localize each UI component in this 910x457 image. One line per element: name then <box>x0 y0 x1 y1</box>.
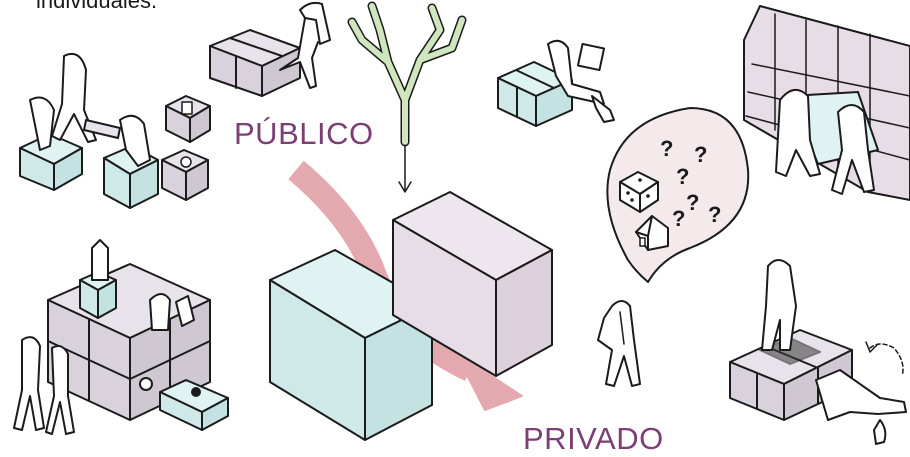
stacked-cubes-bottom-left <box>47 239 229 431</box>
bench-top-center <box>209 29 301 97</box>
reader-person-icon <box>547 39 615 123</box>
seating-cluster-top-left <box>19 52 211 209</box>
question-marks: ? ? ? ? ? ? <box>660 136 721 231</box>
public-label: PÚBLICO <box>234 116 374 151</box>
reading-bench <box>497 61 573 127</box>
question-mark: ? <box>660 136 673 161</box>
grid-wall-top-right <box>743 5 910 201</box>
tree-icon <box>347 1 467 193</box>
question-mark: ? <box>672 206 685 231</box>
dice-icon <box>619 171 659 213</box>
man-with-tie-icon <box>597 300 641 387</box>
standing-people-bottom-left <box>13 336 75 435</box>
private-block <box>392 191 553 377</box>
standing-man-icon <box>761 259 797 351</box>
question-mark: ? <box>686 190 699 215</box>
caption-text: individuales. <box>36 0 158 13</box>
question-mark: ? <box>694 142 707 167</box>
curved-arrow-icon <box>865 341 904 377</box>
question-mark: ? <box>676 164 689 189</box>
person-icon <box>279 1 331 89</box>
lying-man-icon <box>815 369 907 445</box>
house-icon <box>635 215 669 251</box>
question-mark: ? <box>708 202 721 227</box>
private-label: PRIVADO <box>523 421 664 456</box>
